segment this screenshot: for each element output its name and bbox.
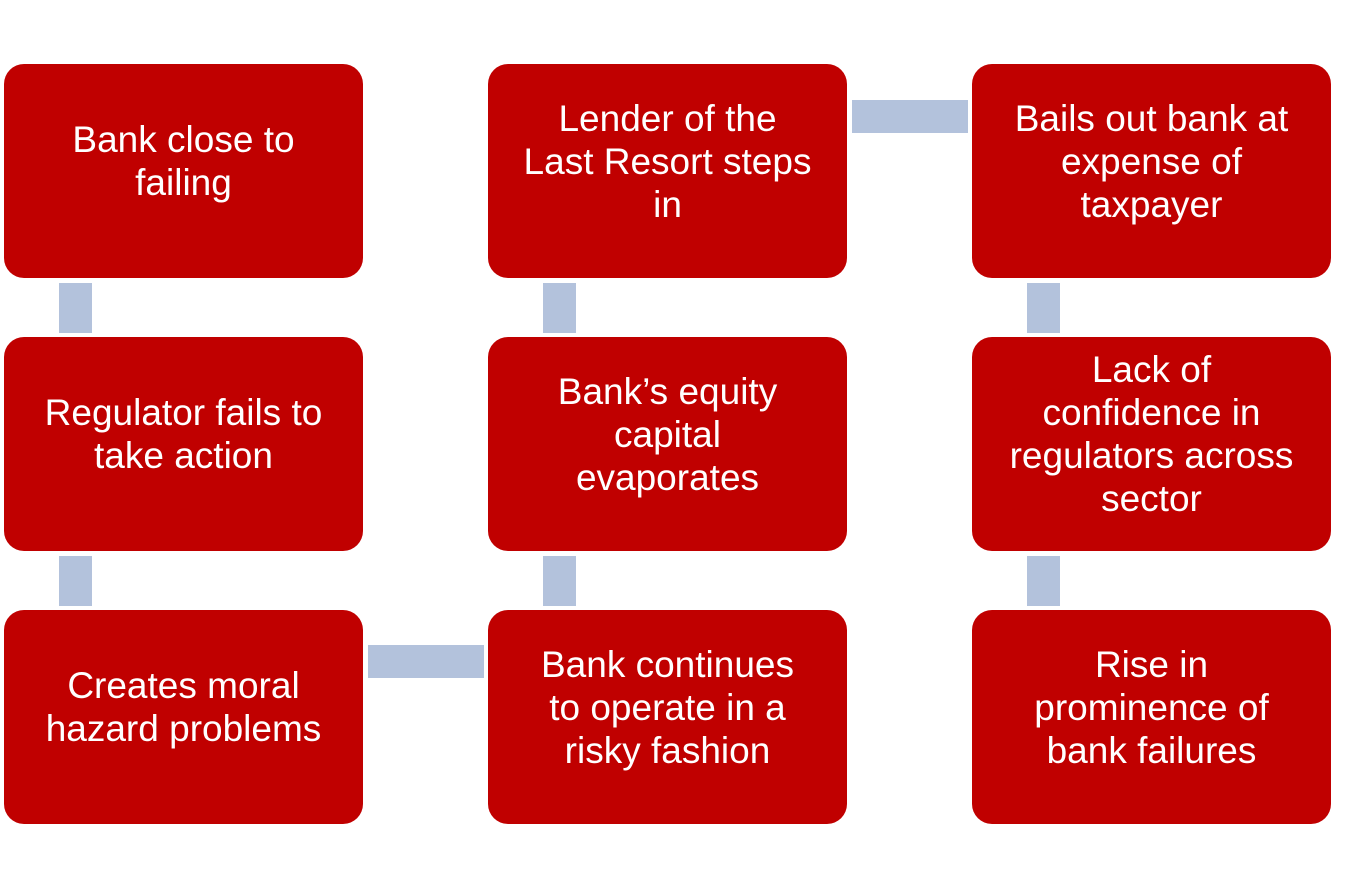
step-label: Bank close to failing xyxy=(72,119,295,203)
step-lender-of-last-resort: Lender of the Last Resort steps in xyxy=(488,64,847,278)
step-bailout-taxpayer: Bails out bank at expense of taxpayer xyxy=(972,64,1331,278)
step-equity-evaporates: Bank’s equity capital evaporates xyxy=(488,337,847,551)
connector-2-3 xyxy=(59,556,92,606)
connector-4-5 xyxy=(543,556,576,606)
step-label: Lender of the Last Resort steps in xyxy=(523,97,812,225)
connector-6-7 xyxy=(852,100,968,133)
step-bank-continues-risky: Bank continues to operate in a risky fas… xyxy=(488,610,847,824)
step-label: Bails out bank at expense of taxpayer xyxy=(1014,97,1289,225)
step-rise-in-bank-failures: Rise in prominence of bank failures xyxy=(972,610,1331,824)
step-bank-close-to-failing: Bank close to failing xyxy=(4,64,363,278)
step-label: Rise in prominence of bank failures xyxy=(1034,643,1269,771)
step-label: Bank continues to operate in a risky fas… xyxy=(540,643,794,771)
connector-8-9 xyxy=(1027,556,1060,606)
step-lack-of-confidence: Lack of confidence in regulators across … xyxy=(972,337,1331,551)
connector-1-2 xyxy=(59,283,92,333)
step-label: Creates moral hazard problems xyxy=(45,665,322,749)
step-label: Lack of confidence in regulators across … xyxy=(1009,349,1294,519)
step-moral-hazard: Creates moral hazard problems xyxy=(4,610,363,824)
connector-7-8 xyxy=(1027,283,1060,333)
step-label: Regulator fails to take action xyxy=(44,392,323,476)
step-regulator-fails: Regulator fails to take action xyxy=(4,337,363,551)
connector-5-6 xyxy=(543,283,576,333)
connector-3-4 xyxy=(368,645,484,678)
step-label: Bank’s equity capital evaporates xyxy=(557,370,778,498)
